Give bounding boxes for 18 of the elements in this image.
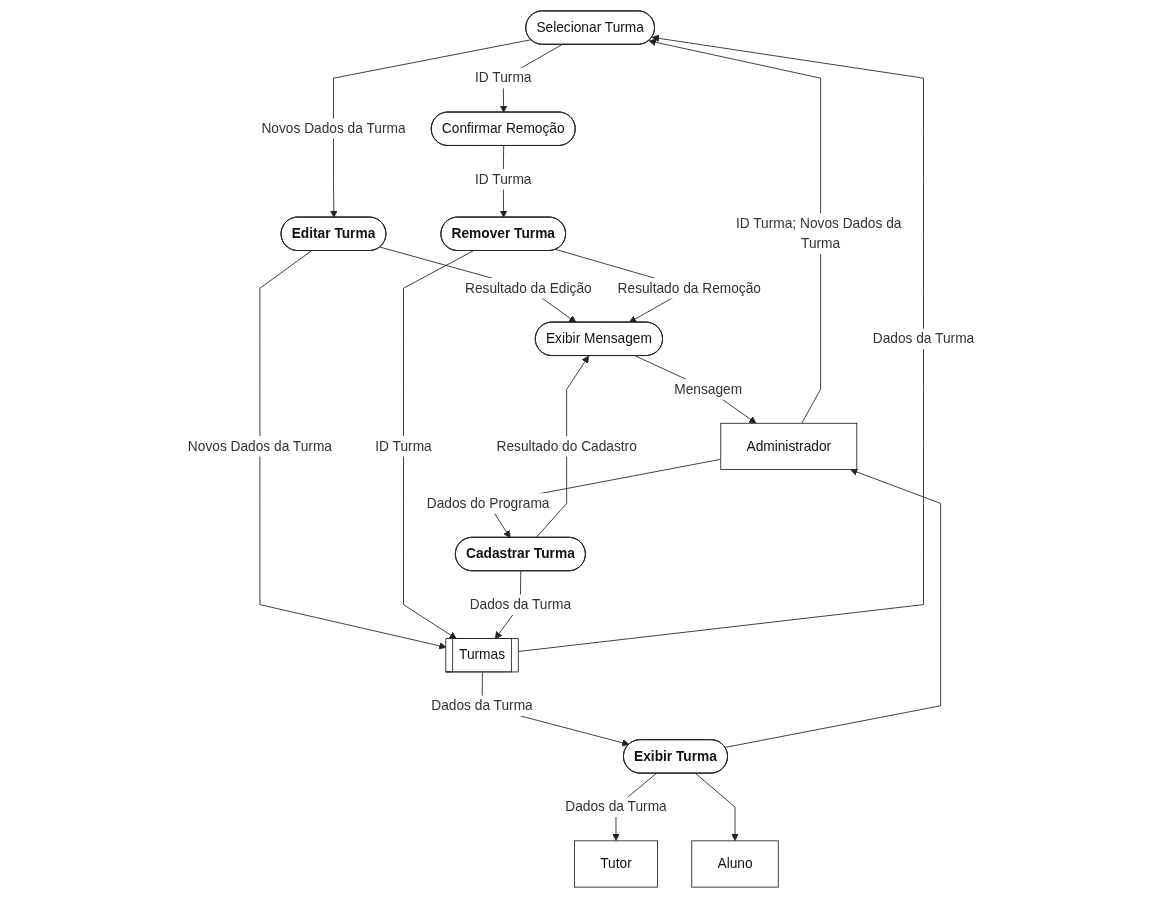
edge-label: ID Turma [475, 70, 532, 86]
node-box: Administrador [720, 422, 858, 470]
edge-label: Dados da Turma [431, 698, 534, 713]
node-box: Aluno [691, 840, 780, 888]
edge-label: Resultado da Remoção [618, 280, 762, 296]
edge-label: Resultado do Cadastro [496, 438, 638, 454]
edge-label: ID Turma; Novos Dados da Turma [736, 215, 902, 251]
edge-label: Mensagem [674, 381, 743, 397]
edge-label: Resultado da Edição [465, 280, 593, 296]
edge-label: Dados da Turma [565, 799, 668, 814]
edge-label: Novos Dados da Turma [261, 121, 407, 136]
edge-label: Novos Dados da Turma [188, 438, 333, 454]
edge-label: Dados da Turma [470, 596, 572, 612]
node-box: Tutor [574, 840, 659, 888]
edge-label: ID Turma [375, 438, 433, 454]
edge-label: Dados do Programa [427, 495, 550, 511]
edge-label: ID Turma [475, 171, 532, 187]
edge-label: Dados da Turma [873, 331, 975, 346]
